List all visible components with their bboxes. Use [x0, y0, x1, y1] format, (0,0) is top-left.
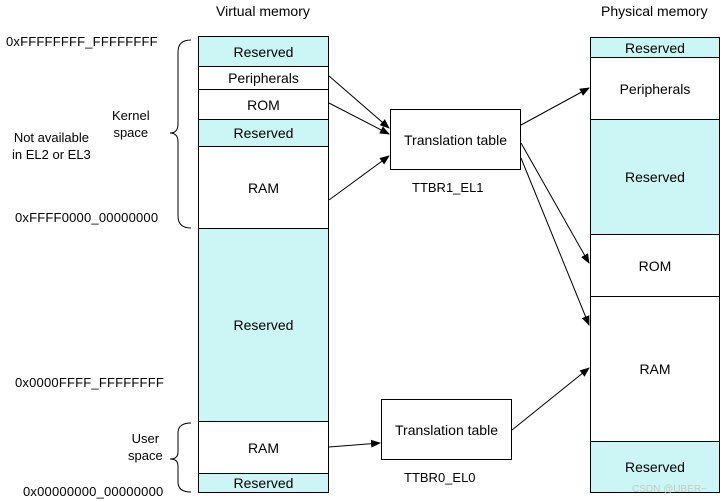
physical-region-reserved-bottom: Reserved [590, 441, 720, 493]
arrow-peripherals-to-table [328, 75, 390, 129]
not-available-label: Not available in EL2 or EL3 [12, 129, 91, 163]
not-available-line2: in EL2 or EL3 [12, 147, 91, 162]
translation-table-kernel: Translation table [390, 109, 521, 170]
virtual-region-ram-user: RAM [198, 421, 329, 474]
address-kernel-base: 0xFFFF0000_00000000 [15, 210, 159, 225]
virtual-region-peripherals: Peripherals [198, 66, 329, 90]
physical-memory-title: Physical memory [601, 3, 708, 19]
virtual-region-rom: ROM [198, 89, 329, 120]
virtual-region-reserved-gap: Reserved [198, 228, 329, 422]
user-space-label: User space [128, 430, 163, 464]
ttbr0-el0-label: TTBR0_EL0 [404, 470, 476, 485]
virtual-region-reserved-bottom: Reserved [198, 473, 329, 493]
kernel-space-line2: space [113, 125, 149, 140]
user-space-brace [169, 422, 192, 493]
arrow-table-to-ram [520, 157, 590, 326]
physical-region-rom: ROM [590, 234, 720, 297]
virtual-memory-title: Virtual memory [216, 3, 310, 19]
physical-region-peripherals: Peripherals [590, 57, 720, 120]
user-space-line1: User [131, 431, 160, 446]
kernel-space-line1: Kernel [112, 108, 150, 123]
virtual-region-reserved-kernel: Reserved [198, 119, 329, 147]
address-bottom: 0x00000000_00000000 [23, 484, 164, 499]
arrow-rom-to-table [328, 102, 390, 135]
ttbr1-el1-label: TTBR1_EL1 [412, 180, 484, 195]
physical-region-ram: RAM [590, 296, 720, 442]
arrow-ram-to-table [328, 155, 390, 201]
arrow-table-to-rom [520, 142, 590, 264]
address-user-top: 0x0000FFFF_FFFFFFFF [15, 375, 164, 390]
user-space-line2: space [128, 448, 163, 463]
kernel-space-label: Kernel space [112, 107, 150, 141]
physical-region-reserved-middle: Reserved [590, 119, 720, 235]
translation-table-user: Translation table [381, 399, 512, 460]
virtual-region-ram-kernel: RAM [198, 146, 329, 229]
arrow-user-table-to-ram [511, 367, 590, 431]
watermark: CSDN @UBER~ [632, 484, 707, 495]
arrow-user-ram-to-table [328, 439, 381, 448]
not-available-line1: Not available [13, 130, 89, 145]
kernel-space-brace [169, 39, 192, 229]
virtual-region-reserved-top: Reserved [198, 36, 329, 67]
arrow-table-to-peripherals [520, 87, 590, 126]
address-top: 0xFFFFFFFF_FFFFFFFF [6, 34, 158, 49]
